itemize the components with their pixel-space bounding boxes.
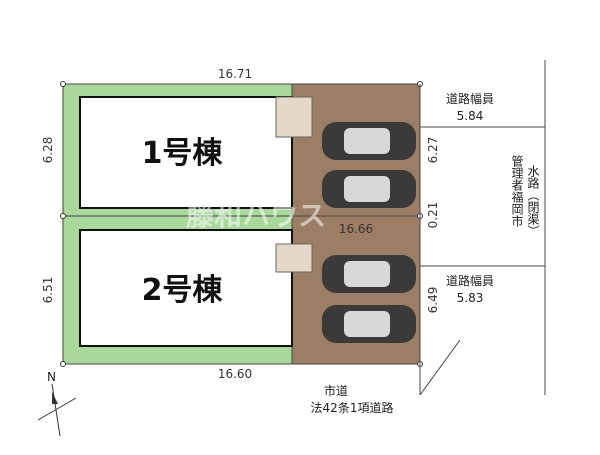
waterway-label: 水路（閉渠） — [526, 165, 540, 237]
car-icon — [322, 255, 416, 293]
road-width-lower-label: 道路幅員 — [446, 273, 494, 288]
car-icon — [322, 305, 416, 343]
dim-mid-width: 16.66 — [339, 222, 373, 236]
dim-road2-depth: 6.49 — [426, 287, 440, 314]
entry-2 — [275, 243, 313, 273]
road-width-upper-value: 5.84 — [457, 109, 484, 123]
city-road-type: 法42条1項道路 — [311, 400, 394, 415]
dim-lot2-depth: 6.51 — [41, 277, 55, 304]
building-2-label: 2号棟 — [142, 273, 224, 308]
city-road-label: 市道 — [324, 383, 348, 398]
car-icon — [322, 122, 416, 160]
building-2 — [79, 229, 293, 347]
building-1-label: 1号棟 — [142, 136, 224, 171]
waterway-manager-label: 管理者福岡市 — [510, 154, 524, 227]
dim-road1-depth: 6.27 — [426, 137, 440, 164]
corner-markers — [60, 81, 423, 367]
compass-north: N — [47, 370, 56, 384]
road-width-upper-label: 道路幅員 — [446, 91, 494, 106]
entry-1 — [275, 96, 313, 138]
dim-lot1-depth: 6.28 — [41, 137, 55, 164]
car-icon — [322, 170, 416, 208]
dim-top-width: 16.71 — [218, 67, 252, 81]
parked-cars — [322, 122, 416, 343]
dim-bottom-width: 16.60 — [218, 367, 252, 381]
watermark: 藤和ハウス — [186, 199, 326, 232]
road-lines — [419, 60, 546, 396]
building-1 — [79, 96, 293, 209]
dim-gap: 0.21 — [426, 202, 440, 229]
road-width-lower-value: 5.83 — [457, 291, 484, 305]
compass-icon: N — [37, 370, 77, 437]
